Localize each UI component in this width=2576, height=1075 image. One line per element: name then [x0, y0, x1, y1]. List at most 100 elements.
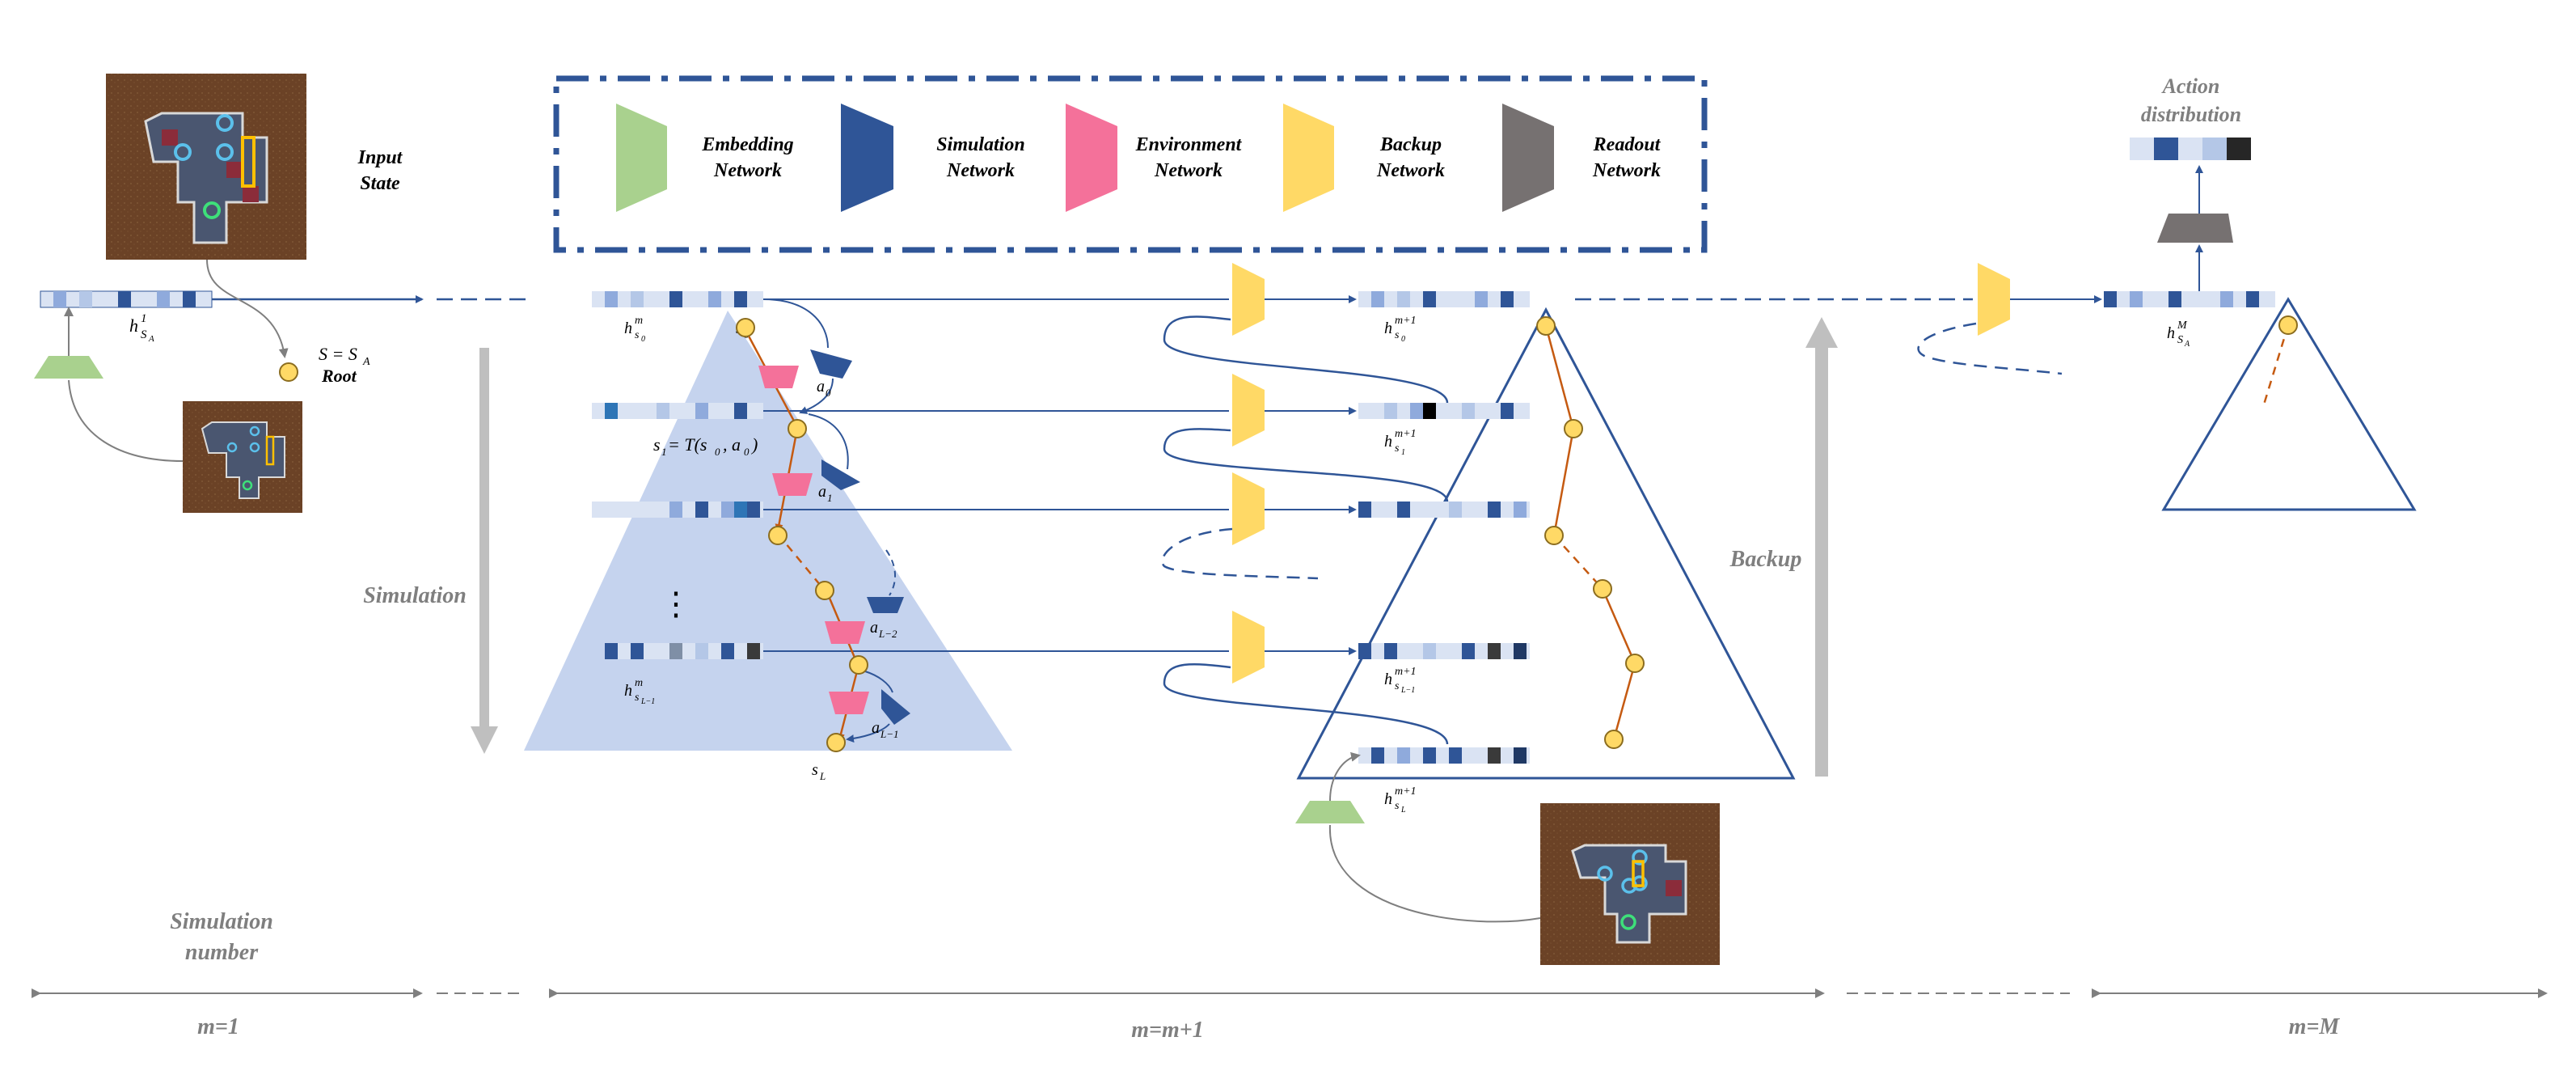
vector-h-s0-m: [592, 291, 763, 307]
feedback-curve-3-dashed: [1161, 527, 1319, 580]
svg-text:L−1: L−1: [1400, 686, 1415, 695]
final-root-node: [2278, 315, 2298, 335]
board-image-mm1: [1540, 803, 1720, 965]
simulation-arrow-head: [471, 726, 498, 754]
legend-embedding-label-1: Embedding: [701, 134, 793, 155]
node-sL: [826, 733, 846, 752]
legend-readout-label-2: Network: [1592, 160, 1661, 181]
backup-label: Backup: [1729, 547, 1802, 572]
svg-text:h: h: [1384, 790, 1392, 808]
simulation-label: Simulation: [363, 583, 467, 608]
label-h-sL1-m1: h m+1 s L−1: [1384, 666, 1417, 695]
svg-text:s: s: [812, 761, 818, 779]
arrow-small-board-to-embed: [68, 379, 184, 462]
feedback-curve-2: [1163, 428, 1449, 502]
embedding-vector-m1: [40, 290, 213, 308]
section-mm1-simulation: h m s 0 h m s L−1 s 0 s 1 = T(s 0 , a 0 …: [524, 291, 1229, 782]
svg-text:a: a: [870, 619, 878, 637]
vector-h-s0-m1: [1358, 291, 1530, 307]
svg-text:h: h: [1384, 433, 1392, 451]
label-a1: a 1: [818, 483, 833, 504]
backup-tree-triangle: [1296, 307, 1796, 780]
svg-text:s: s: [635, 329, 640, 341]
svg-text:s: s: [1395, 680, 1400, 692]
svg-text:h: h: [624, 682, 632, 700]
legend-simulation-label-1: Simulation: [936, 134, 1024, 155]
svg-text:h: h: [624, 320, 632, 337]
svg-text:L: L: [819, 770, 826, 782]
arc-s1-a1: [808, 413, 849, 470]
sim-network-a0: [810, 349, 852, 379]
svg-text:0: 0: [641, 335, 645, 344]
svg-text:S: S: [141, 328, 147, 341]
legend-environment-shape: [1066, 104, 1117, 212]
vector-h-s2-m: [592, 502, 763, 518]
vector-h-sL1-m: [605, 643, 763, 659]
section-m1: Input State h 1 S A S = S A Root: [34, 74, 526, 754]
label-h-sL-m1: h m+1 s L: [1384, 785, 1417, 815]
sim-network-aL1: [881, 689, 910, 725]
svg-text:h: h: [129, 315, 138, 336]
backup-network-4: [1232, 611, 1265, 684]
backup-tree-path: [1536, 316, 1645, 749]
legend-backup-label-2: Network: [1376, 160, 1445, 181]
svg-text:= T(s: = T(s: [668, 434, 707, 455]
vector-h-s2-m1: [1358, 502, 1530, 518]
svg-text:m: m: [635, 315, 643, 327]
node-s1: [788, 419, 807, 438]
root-node: [279, 362, 298, 382]
legend-embedding-label-2: Network: [713, 160, 782, 181]
svg-text:a: a: [817, 378, 825, 396]
arc-aL1-sL: [846, 723, 890, 743]
legend: Embedding Network Simulation Network Env…: [553, 75, 1708, 253]
svg-text:S: S: [2177, 334, 2183, 346]
input-state-label-2: State: [360, 173, 400, 194]
svg-text:h: h: [2167, 324, 2175, 342]
svg-text:A: A: [2184, 340, 2190, 349]
svg-text:A: A: [148, 334, 154, 344]
section-mm1-backup: h m+1 s 0 h m+1 s 1 h m+1 s L−1 h m+1 s …: [1161, 263, 1838, 965]
svg-text:L−2: L−2: [878, 628, 897, 640]
svg-text:a: a: [872, 719, 880, 737]
action-distribution-vector: [2130, 138, 2251, 160]
svg-text:0: 0: [1401, 335, 1405, 344]
label-a0: a 0: [817, 378, 831, 399]
label-m1: m=1: [197, 1014, 239, 1039]
env-network-2: [772, 473, 813, 496]
legend-simulation-shape: [841, 104, 893, 212]
svg-text:s: s: [1395, 442, 1400, 455]
svg-text:): ): [750, 434, 758, 455]
root-label: Root: [321, 366, 357, 386]
svg-text:M: M: [2177, 320, 2188, 332]
feedback-curve-final-dashed: [1917, 322, 2063, 375]
input-state-label-1: Input: [357, 147, 403, 168]
svg-text:s: s: [635, 692, 640, 704]
svg-text:s: s: [653, 434, 661, 455]
feedback-curve-4: [1163, 662, 1449, 745]
svg-text:1: 1: [141, 312, 147, 325]
svg-text:L−1: L−1: [880, 728, 899, 740]
node-sL1: [849, 655, 868, 675]
svg-text:m+1: m+1: [1395, 428, 1417, 440]
svg-text:s: s: [1395, 800, 1400, 812]
label-aL2: a L−2: [870, 619, 897, 640]
small-board-image-m1: [183, 401, 302, 513]
svg-text:0: 0: [826, 387, 831, 399]
arrow-embed-to-vector-mm1: [1329, 751, 1361, 802]
node-s3: [815, 581, 834, 600]
section-mM: h M S A Action distribution: [1917, 74, 2417, 511]
svg-text:, a: , a: [723, 434, 741, 455]
label-sL: s L: [812, 761, 826, 782]
backup-network-2: [1232, 374, 1265, 447]
svg-text:1: 1: [1401, 448, 1405, 457]
legend-environment-label-2: Network: [1154, 160, 1223, 181]
final-tree-path: [2262, 324, 2290, 405]
final-tree-triangle: [2161, 297, 2417, 511]
action-distribution-label-2: distribution: [2141, 103, 2241, 126]
vector-h-sL1-m1: [1358, 643, 1530, 659]
legend-readout-label-1: Readout: [1593, 134, 1662, 155]
feedback-curve-1: [1163, 315, 1449, 404]
embedding-network-m1: [34, 356, 103, 379]
svg-text:L: L: [1400, 806, 1406, 815]
